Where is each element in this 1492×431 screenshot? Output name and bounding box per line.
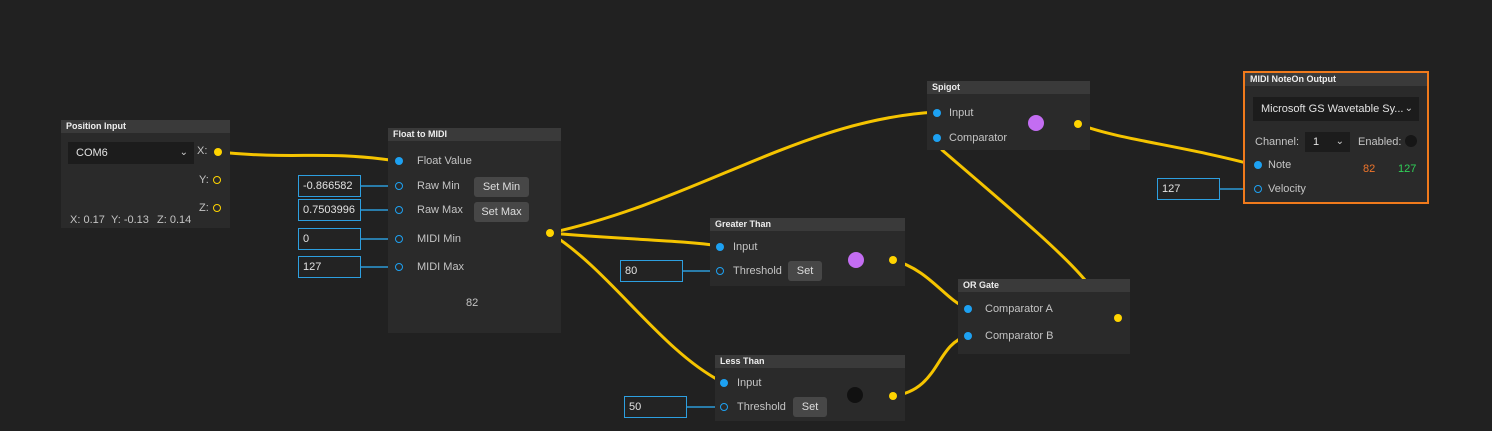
midi-min-label: MIDI Min [417,233,461,245]
midi-device-value: Microsoft GS Wavetable Sy... [1261,103,1404,115]
note-label: Note [1268,159,1292,171]
midi-max-input-port[interactable] [395,263,403,271]
spigot-state-indicator [1028,115,1044,131]
midi-device-dropdown[interactable]: Microsoft GS Wavetable Sy... ⌄ [1253,97,1419,121]
midi-min-field[interactable] [298,228,361,250]
chevron-down-icon: ⌄ [179,147,188,158]
z-output-port[interactable] [213,204,221,212]
enabled-checkbox[interactable] [1405,135,1417,147]
raw-min-input-port[interactable] [395,182,403,190]
wire-float-out-to-greater-input [548,231,722,248]
wire-spigot-comparator-to-or-out [940,148,1087,282]
float-value-input-port[interactable] [395,157,403,165]
wire-spigot-out-to-note [1076,122,1260,168]
output-value: 82 [466,297,479,309]
z-label: Z: [199,202,209,214]
spigot-input-port[interactable] [933,109,941,117]
less-than-node[interactable]: Less Than Input Threshold Set [715,355,905,421]
spigot-comparator-label: Comparator [949,132,1008,144]
set-min-button[interactable]: Set Min [474,177,529,197]
raw-min-label: Raw Min [417,180,460,192]
midi-min-input-port[interactable] [395,235,403,243]
velocity-value: 127 [1398,163,1417,175]
lt-input-label: Input [737,377,762,389]
readout-y: Y: -0.13 [111,214,149,226]
com-port-value: COM6 [76,147,108,159]
gt-input-label: Input [733,241,758,253]
gt-state-indicator [848,252,864,268]
or-comparator-a-label: Comparator A [985,303,1053,315]
position-input-node[interactable]: Position Input COM6 ⌄ X: Y: Z: X: 0.17 Y… [61,120,230,228]
node-title: OR Gate [958,279,1130,292]
raw-max-input-port[interactable] [395,206,403,214]
spigot-node[interactable]: Spigot Input Comparator [927,81,1090,150]
or-comparator-b-port[interactable] [964,332,972,340]
lt-threshold-field[interactable] [624,396,687,418]
channel-value: 1 [1313,136,1320,148]
readout-z: Z: 0.14 [157,214,192,226]
float-to-midi-node[interactable]: Float to MIDI Float Value Raw Min Set Mi… [388,128,561,333]
note-value: 82 [1363,163,1376,175]
gt-set-button[interactable]: Set [788,261,822,281]
wire-float-out-to-spigot-input [548,110,938,235]
midi-noteon-output-node[interactable]: MIDI NoteOn Output Microsoft GS Wavetabl… [1243,71,1429,204]
float-to-midi-output-port[interactable] [546,229,554,237]
float-value-label: Float Value [417,155,472,167]
node-title: Greater Than [710,218,905,231]
x-output-port[interactable] [214,148,222,156]
chevron-down-icon: ⌄ [1335,136,1344,147]
com-port-dropdown[interactable]: COM6 ⌄ [68,142,194,164]
velocity-label: Velocity [1268,183,1306,195]
greater-than-node[interactable]: Greater Than Input Threshold Set [710,218,905,286]
lt-threshold-label: Threshold [737,401,786,413]
midi-max-label: MIDI Max [417,261,465,273]
node-title: Float to MIDI [388,128,561,141]
midi-max-field[interactable] [298,256,361,278]
readout-x: X: 0.17 [70,214,105,226]
y-output-port[interactable] [213,176,221,184]
lt-output-port[interactable] [889,392,897,400]
spigot-output-port[interactable] [1074,120,1082,128]
velocity-field[interactable] [1157,178,1220,200]
raw-min-field[interactable] [298,175,361,197]
lt-state-indicator [847,387,863,403]
spigot-input-label: Input [949,107,974,119]
lt-input-port[interactable] [720,379,728,387]
or-gate-node[interactable]: OR Gate Comparator A Comparator B [958,279,1130,354]
enabled-label: Enabled: [1358,136,1402,148]
chevron-down-icon: ⌄ [1404,103,1413,114]
node-title: Less Than [715,355,905,368]
lt-set-button[interactable]: Set [793,397,827,417]
gt-threshold-label: Threshold [733,265,782,277]
gt-input-port[interactable] [716,243,724,251]
node-title: MIDI NoteOn Output [1245,73,1427,86]
or-comparator-a-port[interactable] [964,305,972,313]
lt-threshold-port[interactable] [720,403,728,411]
y-label: Y: [199,174,209,186]
wire-float-out-to-less-input [548,231,724,384]
spigot-comparator-port[interactable] [933,134,941,142]
x-label: X: [197,145,208,157]
raw-max-label: Raw Max [417,204,463,216]
or-comparator-b-label: Comparator B [985,330,1054,342]
gt-output-port[interactable] [889,256,897,264]
gt-threshold-field[interactable] [620,260,683,282]
note-input-port[interactable] [1254,161,1262,169]
set-max-button[interactable]: Set Max [474,202,529,222]
channel-label: Channel: [1255,136,1300,148]
node-title: Spigot [927,81,1090,94]
velocity-input-port[interactable] [1254,185,1262,193]
gt-threshold-port[interactable] [716,267,724,275]
or-output-port[interactable] [1114,314,1122,322]
raw-max-field[interactable] [298,199,361,221]
wire-position-x-to-float-value [216,150,399,163]
channel-dropdown[interactable]: 1 ⌄ [1305,132,1350,152]
node-title: Position Input [61,120,230,133]
